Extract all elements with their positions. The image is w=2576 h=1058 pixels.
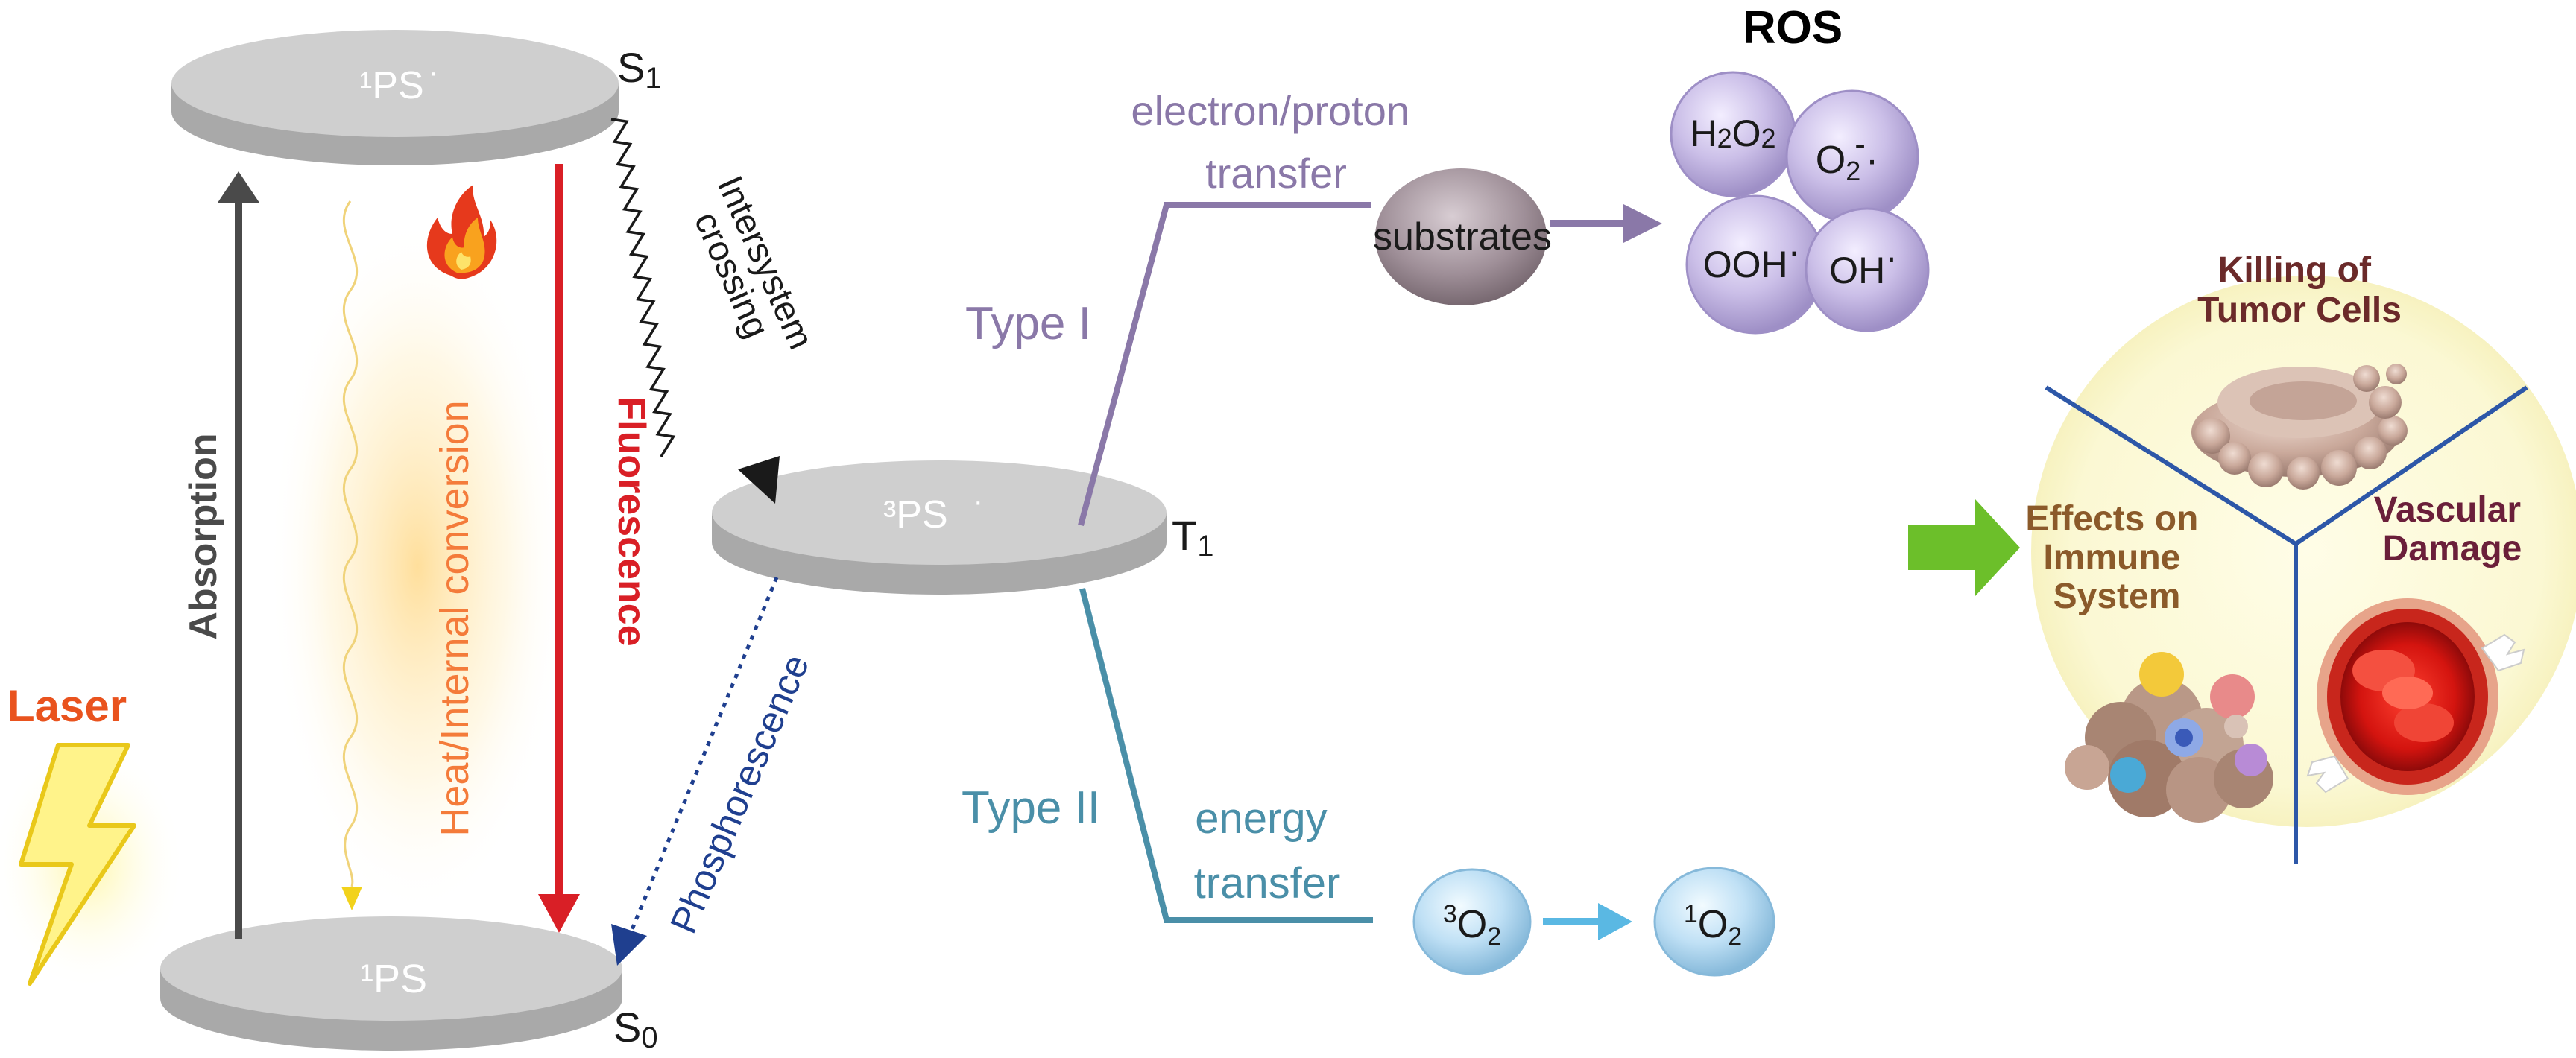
heat-wave-path (342, 200, 359, 887)
s1-state-label: S1 (617, 44, 662, 95)
singlet-oxygen-label: 1O2 (1684, 900, 1742, 951)
ros-ooh-label: OOH· (1703, 230, 1801, 285)
t1-disc-label: ³PS· (883, 485, 983, 536)
effects-green-arrow (1908, 499, 2020, 596)
intersystem-crossing-path (610, 118, 676, 457)
substrates-label: substrates (1373, 215, 1552, 259)
oxygen-conversion-arrowhead (1598, 903, 1632, 940)
blood-vessel-icon (2306, 598, 2525, 795)
tumor-cell-cluster (2191, 364, 2408, 490)
ros-oh-label: OH· (1829, 236, 1898, 291)
fluorescence-label: Fluorescence (610, 396, 653, 646)
lightning-icon (19, 743, 136, 986)
intersystem-arrowhead (738, 456, 780, 504)
absorption-arrowhead (218, 171, 259, 203)
immune-cells-cluster (2065, 652, 2273, 823)
triplet-oxygen-label: 3O2 (1443, 900, 1501, 951)
intersystem-label: Intersystem crossing (677, 171, 825, 379)
ros-cluster: H2O2 O2-· OOH· OH· (1670, 71, 1930, 335)
ros-bubble-oh (1805, 207, 1930, 332)
heat-glow (268, 216, 566, 916)
laser-label: Laser (7, 681, 127, 731)
effects-divider-left (2045, 385, 2297, 546)
type2-label: Type II (962, 782, 1100, 834)
t1-level-disc: ³PS· (712, 460, 1167, 595)
vascular-label: Vascular Damage (2374, 490, 2531, 568)
fluorescence-arrowhead (538, 894, 580, 933)
effects-divider-right (2294, 385, 2528, 546)
type1-path (1078, 202, 1371, 527)
s0-disc-label: ¹PS (360, 957, 427, 1001)
substrates-node: substrates (1373, 168, 1552, 305)
ros-h2o2-label: H2O2 (1690, 113, 1775, 154)
heat-wave-arrowhead (341, 887, 362, 910)
type2-transfer-label: energy transfer (1194, 794, 1341, 907)
flame-icon (426, 185, 497, 279)
ros-title: ROS (1743, 2, 1843, 54)
triplet-oxygen-bubble: 3O2 (1412, 868, 1532, 975)
phosphorescence-label: Phosphorescence (662, 648, 817, 939)
immune-label: Effects on Immune System (2025, 499, 2208, 616)
type1-label: Type I (965, 298, 1091, 349)
killing-label: Killing of Tumor Cells (2197, 250, 2402, 330)
phosphorescence-arrowhead (611, 924, 647, 966)
s0-level-disc: ¹PS (160, 916, 622, 1051)
s1-disc-label: ¹PS· (359, 56, 438, 107)
singlet-oxygen-bubble: 1O2 (1653, 867, 1775, 977)
heat-internal-conversion-label: Heat/Internal conversion (432, 400, 477, 836)
ros-superoxide-label: O2-· (1816, 126, 1878, 186)
substrates-to-ros-arrowhead (1623, 204, 1662, 243)
s1-level-disc: ¹PS· (171, 30, 619, 165)
absorption-label: Absorption (182, 433, 225, 639)
type2-path (1079, 588, 1373, 923)
type1-transfer-label: electron/proton transfer (1131, 87, 1421, 197)
phosphorescence-arrow (625, 577, 779, 941)
t1-state-label: T1 (1172, 512, 1213, 563)
s0-state-label: S0 (613, 1004, 658, 1054)
